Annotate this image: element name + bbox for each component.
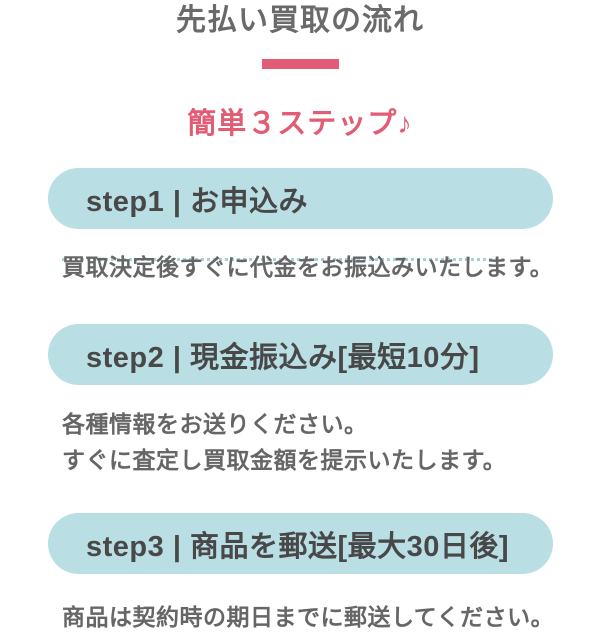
step1-description: 買取決定後すぐに代金をお振込みいたします。 [62, 250, 553, 284]
step2-description-line: すぐに査定し買取金額を提示いたします。 [62, 447, 507, 473]
step2-description-line: 各種情報をお送りください。 [62, 411, 368, 437]
page-subtitle: 簡単３ステップ♪ [187, 108, 413, 140]
step3-description: 商品は契約時の期日までに郵送してください。 [62, 600, 554, 633]
step2-label: step2 | 現金振込み[最短10分] [86, 341, 480, 374]
step1-description-line: 買取決定後すぐに代金をお振込みいたします。 [62, 254, 554, 280]
title-divider-bar [262, 59, 339, 69]
step3-pill: step3 | 商品を郵送[最大30日後] [48, 513, 553, 574]
step3-description-line: 商品は契約時の期日までに郵送してください。 [62, 604, 555, 630]
page-title: 先払い買取の流れ [176, 4, 424, 37]
step2-description: 各種情報をお送りください。 すぐに査定し買取金額を提示いたします。 [62, 406, 506, 478]
step2-pill: step2 | 現金振込み[最短10分] [48, 324, 553, 385]
step3-label: step3 | 商品を郵送[最大30日後] [86, 530, 510, 563]
decorative-dotted-line [62, 258, 504, 261]
step1-label: step1 | お申込み [86, 185, 308, 218]
step1-pill: step1 | お申込み [48, 168, 553, 229]
